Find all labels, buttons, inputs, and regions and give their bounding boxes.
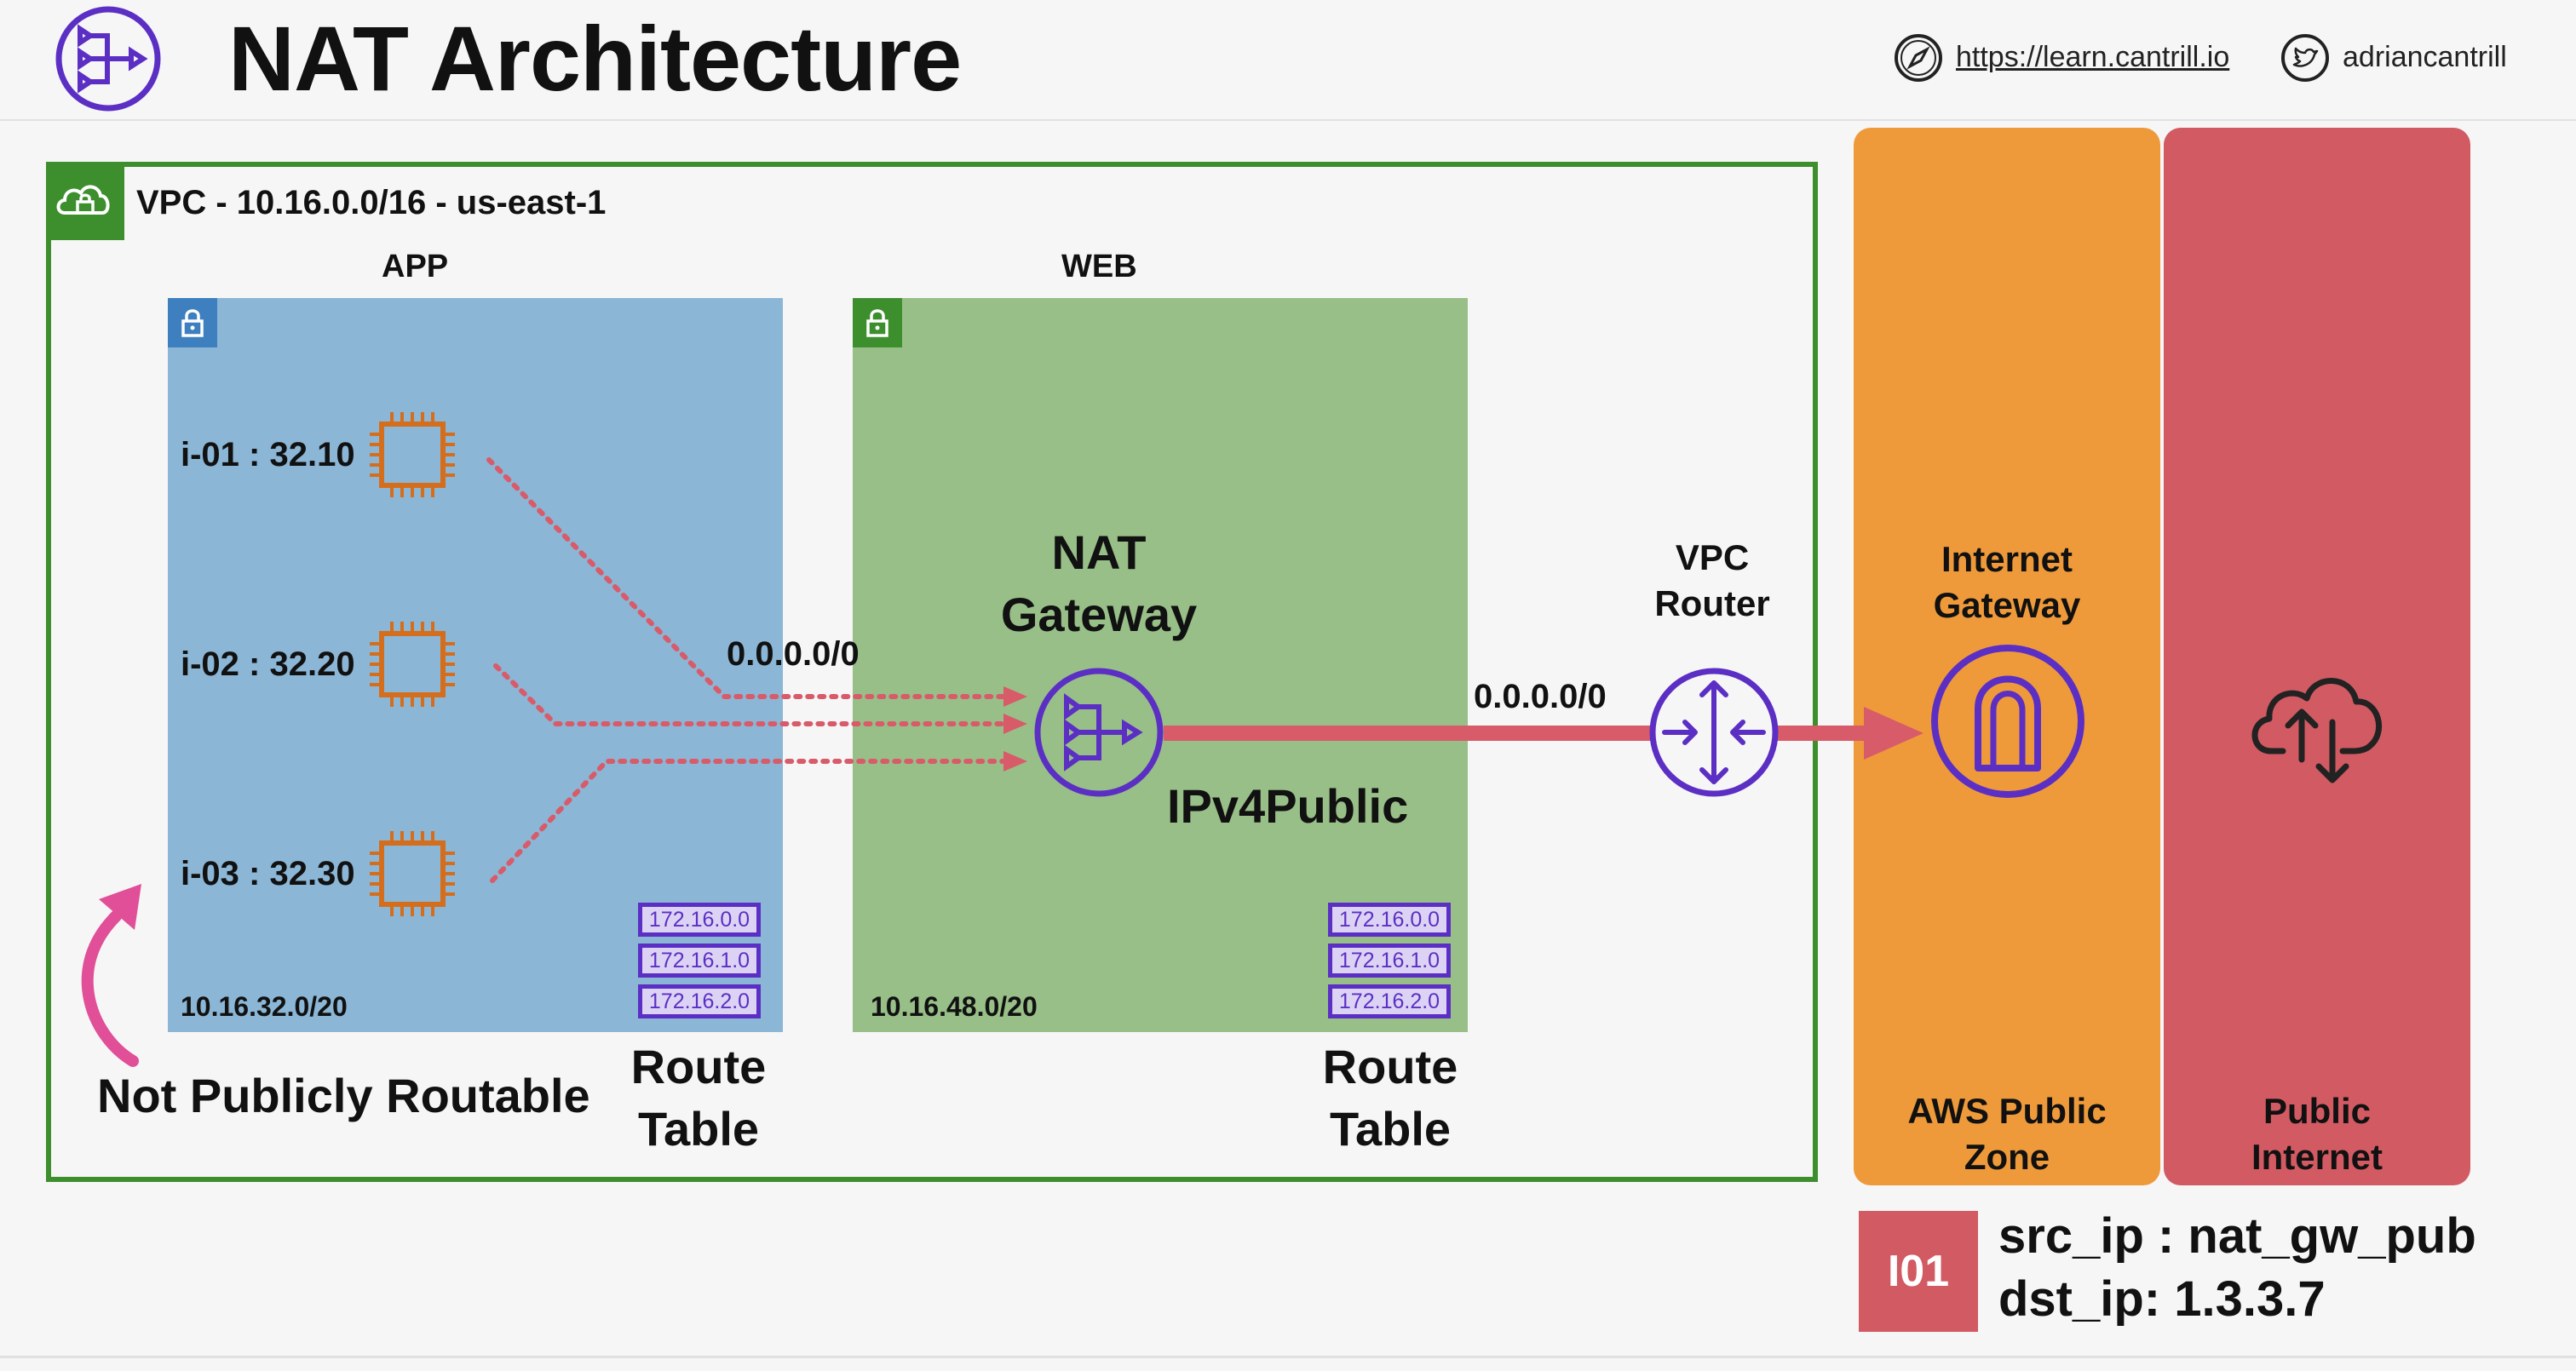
app-route-table[interactable]: 172.16.0.0 172.16.1.0 172.16.2.0	[638, 903, 761, 1022]
route-entry: 172.16.2.0	[1328, 984, 1451, 1018]
footer-divider	[0, 1356, 2576, 1358]
nat-gateway-label: NAT Gateway	[1000, 525, 1198, 641]
lock-icon	[866, 309, 888, 337]
web-route-label: 0.0.0.0/0	[1474, 678, 1607, 715]
route-entry: 172.16.2.0	[638, 984, 761, 1018]
flow-arrowhead	[1003, 686, 1027, 707]
lock-icon	[181, 309, 204, 337]
nat-gateway-node-icon[interactable]	[1031, 664, 1167, 800]
internet-gateway-label: Internet Gateway	[1933, 539, 2081, 625]
ec2-instance-icon[interactable]	[361, 823, 463, 925]
instance-label: i-01 : 32.10	[181, 436, 355, 473]
public-internet-zone	[2164, 128, 2470, 1185]
route-entry: 172.16.1.0	[638, 944, 761, 978]
flow-arrowhead	[1003, 714, 1027, 734]
instance-label: i-03 : 32.30	[181, 855, 355, 892]
web-subnet-title: WEB	[1061, 249, 1137, 284]
cloud-lock-icon	[56, 185, 110, 215]
nat-gateway-icon	[55, 6, 161, 112]
app-subnet-cidr: 10.16.32.0/20	[181, 991, 348, 1022]
app-route-table-label: Route Table	[630, 1040, 767, 1156]
page-title: NAT Architecture	[228, 7, 962, 110]
app-subnet-badge	[168, 298, 217, 347]
header-divider	[0, 119, 2576, 121]
flow-path-i01	[486, 457, 1011, 699]
app-subnet-title: APP	[382, 249, 449, 284]
vpc-router-label: VPC Router	[1654, 537, 1770, 623]
packet-badge: I01	[1859, 1211, 1978, 1332]
nat-to-igw-arrowhead	[1864, 707, 1923, 760]
web-route-table-label: Route Table	[1322, 1040, 1458, 1156]
public-internet-zone-label: Public Internet	[2251, 1091, 2383, 1177]
vpc-router-icon[interactable]	[1646, 664, 1782, 800]
vpc-label: VPC - 10.16.0.0/16 - us-east-1	[136, 184, 607, 221]
app-route-label: 0.0.0.0/0	[727, 635, 860, 673]
flow-arrowhead	[1003, 751, 1027, 772]
aws-public-zone-label: AWS Public Zone	[1907, 1091, 2107, 1177]
compass-icon	[1895, 34, 1942, 82]
route-entry: 172.16.0.0	[638, 903, 761, 937]
packet-dst-ip: dst_ip: 1.3.3.7	[1998, 1271, 2326, 1327]
vpc-badge	[46, 162, 124, 240]
not-publicly-routable-label: Not Publicly Routable	[97, 1069, 590, 1122]
route-entry: 172.16.1.0	[1328, 944, 1451, 978]
vpc-container	[46, 162, 1818, 1182]
web-route-table[interactable]: 172.16.0.0 172.16.1.0 172.16.2.0	[1328, 903, 1451, 1022]
route-entry: 172.16.0.0	[1328, 903, 1451, 937]
web-subnet-cidr: 10.16.48.0/20	[871, 991, 1038, 1022]
ec2-instance-icon[interactable]	[361, 613, 463, 715]
web-subnet-badge	[853, 298, 902, 347]
packet-src-ip: src_ip : nat_gw_pub	[1998, 1208, 2476, 1264]
ec2-instance-icon[interactable]	[361, 404, 463, 506]
twitter-icon	[2281, 34, 2329, 82]
twitter-handle[interactable]: adriancantrill	[2343, 41, 2507, 73]
cloud-upload-download-icon	[2251, 678, 2382, 783]
internet-gateway-icon[interactable]	[1927, 640, 2089, 802]
nat-public-ip-label: IPv4Public	[1167, 779, 1409, 833]
instance-label: i-02 : 32.20	[181, 645, 355, 683]
flow-path-i02	[493, 663, 1011, 726]
curved-arrow-icon	[81, 884, 141, 1067]
flow-path-i03	[490, 759, 1011, 883]
aws-public-zone	[1854, 128, 2160, 1185]
website-link[interactable]: https://learn.cantrill.io	[1956, 41, 2230, 73]
